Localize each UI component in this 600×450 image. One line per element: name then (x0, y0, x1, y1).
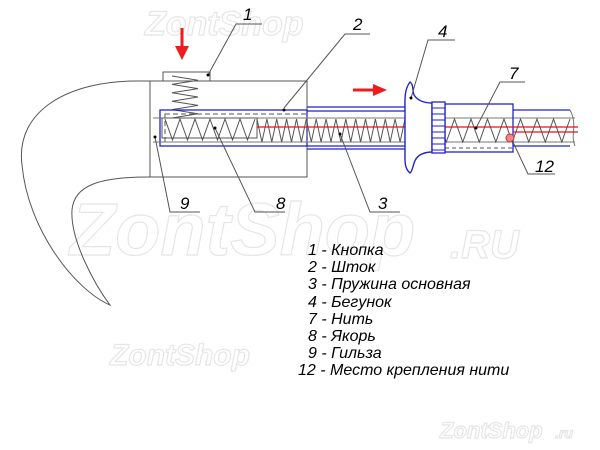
right-sleeve (444, 103, 514, 153)
callout-3: 3 (378, 194, 388, 213)
legend-item: 1 - Кнопка (308, 242, 384, 259)
slider (404, 81, 433, 174)
leader-lines (154, 23, 555, 213)
legend-item: 7 - Нить (308, 310, 374, 328)
button (162, 71, 211, 81)
main-spring (256, 118, 406, 143)
anchor (161, 117, 258, 139)
slider-grip (431, 101, 446, 154)
watermark-big-suffix: .RU (450, 223, 520, 267)
button-spring (171, 75, 199, 119)
hook (20, 80, 151, 307)
legend-item: 12 - Место крепления нити (298, 362, 510, 380)
callout-2: 2 (352, 15, 363, 34)
watermark-corner: ZontShop (439, 418, 543, 443)
watermark-mid: ZontShop (109, 339, 250, 372)
legend-item: 2 - Шток (308, 259, 376, 277)
anchor-spring (164, 117, 256, 142)
tube-break (569, 109, 576, 147)
legend-item: 8 - Якорь (308, 328, 376, 346)
callout-1: 1 (243, 5, 252, 24)
callout-8: 8 (276, 194, 286, 213)
legend-item: 4 - Бегунок (308, 293, 392, 311)
leader-dots (153, 73, 478, 139)
slider-grip-ribs (432, 107, 445, 151)
callout-9: 9 (180, 194, 190, 213)
watermark-top: ZontShop (144, 5, 304, 43)
legend-item: 3 - Пружина основная (308, 276, 471, 294)
callout-4: 4 (438, 22, 447, 41)
legend-item: 9 - Гильза (308, 345, 382, 363)
watermark-big: ZontShop (68, 188, 415, 271)
watermark-corner-suffix: .ru (555, 425, 573, 441)
slide-arrow-icon (353, 84, 387, 96)
press-arrow-icon (175, 28, 189, 60)
callout-12: 12 (535, 157, 554, 176)
callout-7: 7 (509, 64, 519, 83)
